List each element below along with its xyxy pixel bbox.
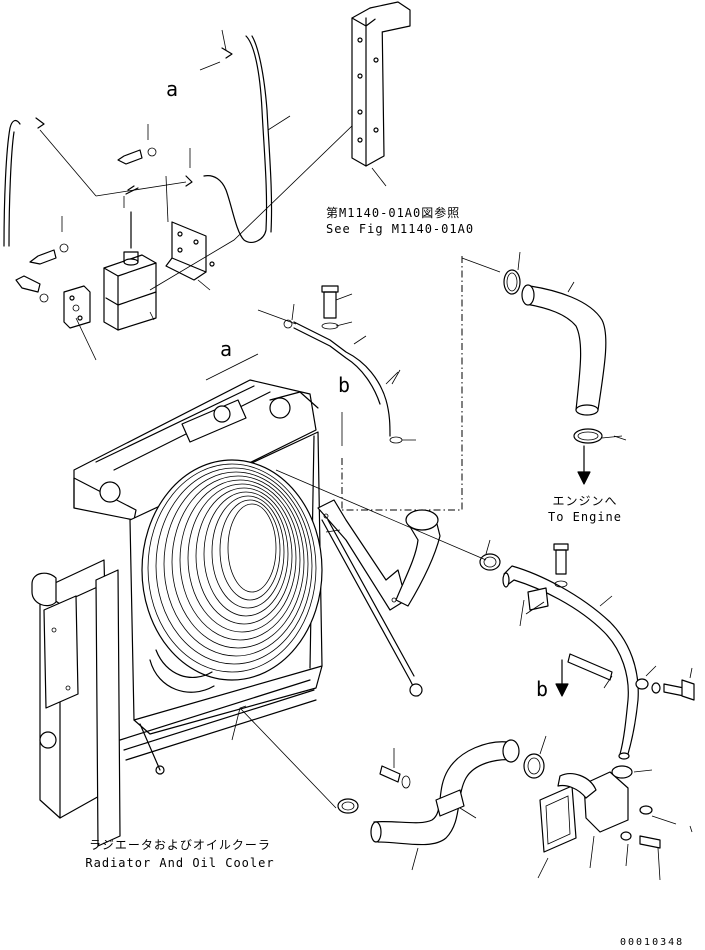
leader-ticks xyxy=(391,369,627,627)
clamp-mid xyxy=(479,539,501,571)
marker-a-mid: a xyxy=(220,337,233,361)
right-bracket xyxy=(317,499,407,611)
reservoir-tank xyxy=(103,211,157,331)
breather-tube xyxy=(203,35,273,243)
marker-b-right: b xyxy=(536,677,549,701)
bolts-left xyxy=(15,147,157,312)
b-arrow-right xyxy=(555,659,569,697)
fig-ref-jp: 第M1140-01A0図参照 xyxy=(326,206,461,220)
lower-radiator-hose-bend xyxy=(149,649,215,693)
clips-top xyxy=(35,47,233,187)
radiator-base-rails xyxy=(119,679,317,775)
hose-clamps-upper xyxy=(503,251,623,444)
bolts-bottom-right xyxy=(620,805,693,881)
oil-cooler-side xyxy=(31,559,121,847)
engine-label-en: To Engine xyxy=(547,510,623,524)
radiator-inlet-hose xyxy=(395,509,441,607)
drawing-number: 00010348 xyxy=(620,937,685,948)
tank-bracket xyxy=(165,221,215,281)
leader-lines-top xyxy=(39,29,355,361)
bolt-right-vertical xyxy=(553,543,569,588)
radiator-label-en: Radiator And Oil Cooler xyxy=(85,856,275,870)
radiator-frame xyxy=(73,379,319,521)
reference-lines xyxy=(205,256,501,741)
tank-mount-clamp xyxy=(63,285,91,329)
right-pipe xyxy=(502,565,639,760)
bolt-center xyxy=(321,285,353,330)
support-stay xyxy=(351,1,411,187)
overflow-hose-left xyxy=(3,119,139,247)
hose-clamps-lower xyxy=(239,707,547,814)
engine-label-jp: エンジンへ xyxy=(552,494,618,508)
radiator-label-jp: ラジエータおよびオイルクーラ xyxy=(89,838,271,852)
fig-ref-en: See Fig M1140-01A0 xyxy=(326,222,475,236)
lower-hose xyxy=(370,739,520,871)
marker-b-mid: b xyxy=(338,373,351,397)
marker-a-top: a xyxy=(166,77,179,101)
engine-arrow xyxy=(577,445,591,485)
water-outlet-cover xyxy=(537,765,653,879)
center-tube xyxy=(283,303,416,444)
bolt-bottom xyxy=(379,748,411,789)
upper-hose xyxy=(521,284,607,416)
radiator-stay-rod xyxy=(321,519,423,697)
right-small-bolts xyxy=(635,665,695,701)
fan-shroud xyxy=(141,459,323,681)
